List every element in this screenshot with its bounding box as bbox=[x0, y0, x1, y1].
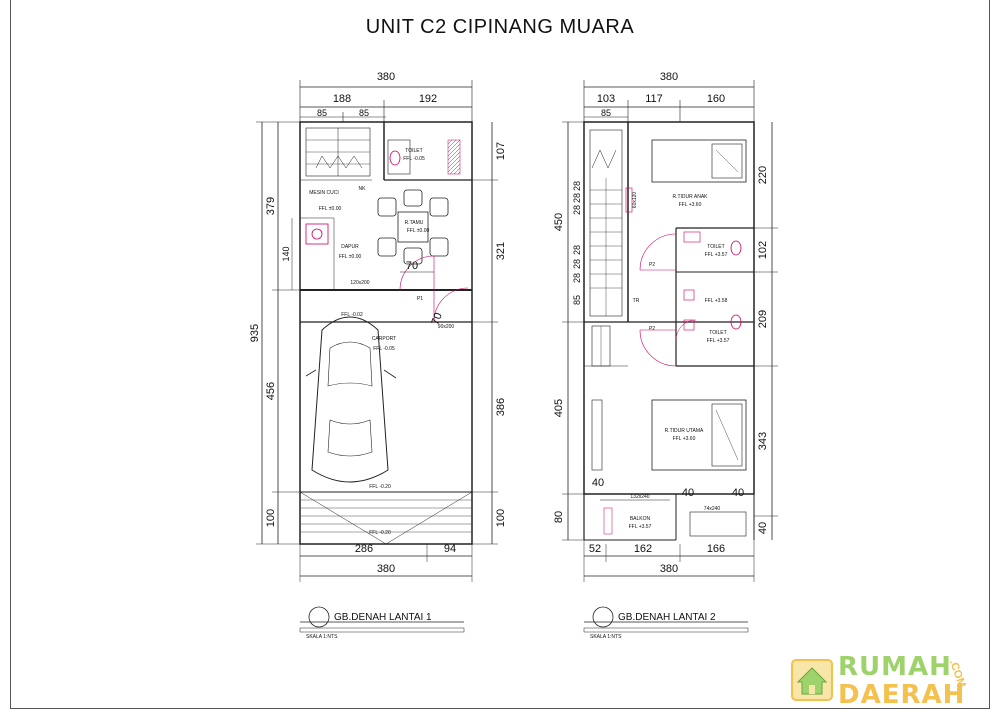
dim-door-h: 70 bbox=[429, 311, 444, 327]
room-mid-ffl: FFL +3.58 bbox=[705, 298, 728, 304]
dim2-right-a: 220 bbox=[757, 166, 769, 184]
room-utama-ffl: FFL +3.60 bbox=[673, 436, 696, 442]
room-carport: CARPORT bbox=[372, 336, 396, 342]
dim2-bottom-b: 162 bbox=[634, 543, 652, 555]
opening2-a: 60x120 bbox=[632, 192, 638, 209]
dim2-top-c: 160 bbox=[707, 93, 725, 105]
room-dapur-ffl: FFL ±0.00 bbox=[339, 254, 362, 260]
room-mesin-ffl: FFL ±0.00 bbox=[319, 206, 342, 212]
door-p2-b: P2 bbox=[649, 326, 655, 332]
dim2-right-d: 343 bbox=[757, 432, 769, 450]
door-p1: P1 bbox=[417, 296, 423, 302]
dim2-right-c: 209 bbox=[757, 310, 769, 328]
dim-right-c: 386 bbox=[495, 398, 507, 416]
dim-bottom-a: 286 bbox=[355, 543, 373, 555]
opening2-c: 74x240 bbox=[704, 506, 721, 512]
dim-top-left: 188 bbox=[333, 93, 351, 105]
dim2-stair-b: 28 bbox=[572, 193, 582, 203]
dim-right-a: 107 bbox=[495, 142, 507, 160]
caption-lantai-1: GB.DENAH LANTAI 1 bbox=[334, 612, 432, 623]
dim2-left-bottom: 80 bbox=[553, 511, 565, 523]
dim2-right-e: 40 bbox=[757, 522, 769, 534]
dim-bottom-b: 94 bbox=[444, 543, 456, 555]
label-tr: TR bbox=[633, 298, 640, 304]
dim2-balcony-b: 40 bbox=[682, 487, 694, 499]
plan-lantai-2-labels: 380 103 117 160 85 450 405 80 28 28 28 2… bbox=[553, 71, 769, 640]
dim2-balcony-a: 40 bbox=[592, 477, 604, 489]
dim2-top-sub: 85 bbox=[601, 108, 611, 118]
rumahdaerah-logo: RUMAH DAERAH .COM bbox=[790, 652, 990, 712]
logo-line1: RUMAH bbox=[838, 652, 952, 682]
dim-top-right: 192 bbox=[419, 93, 437, 105]
dim-left-lower: 456 bbox=[265, 382, 277, 400]
house-icon bbox=[791, 659, 833, 701]
page-title: UNIT C2 CIPINANG MUARA bbox=[365, 16, 635, 38]
room-ffl-b: FFL -0.20 bbox=[369, 484, 391, 490]
plan-lantai-1 bbox=[256, 80, 498, 633]
dim2-balcony-c: 40 bbox=[732, 487, 744, 499]
dim-top-total: 380 bbox=[377, 71, 395, 83]
room-toilet: TOILET bbox=[405, 148, 422, 154]
logo-line2: DAERAH bbox=[838, 680, 966, 710]
dim-right-b: 321 bbox=[495, 242, 507, 260]
dim2-top-total: 380 bbox=[660, 71, 678, 83]
scale-lantai-1: SKALA 1:NTS bbox=[306, 634, 338, 640]
room-toilet-a-ffl: FFL +3.57 bbox=[705, 252, 728, 258]
dim2-bottom-a: 52 bbox=[589, 543, 601, 555]
room-toilet-b: TOILET bbox=[709, 330, 726, 336]
dim-left-upper: 379 bbox=[265, 197, 277, 215]
dim2-top-a: 103 bbox=[597, 93, 615, 105]
dim2-stair-d: 28 bbox=[572, 245, 582, 255]
dim2-left-lower: 405 bbox=[553, 399, 565, 417]
dim2-stair-c: 28 bbox=[572, 205, 582, 215]
dim2-stair-f: 28 bbox=[572, 273, 582, 283]
room-toilet-ffl: FFL -0.05 bbox=[403, 156, 425, 162]
room-carport-ffl: FFL -0.05 bbox=[373, 346, 395, 352]
dim2-top-b: 117 bbox=[645, 93, 663, 105]
dim-top-sub-a: 85 bbox=[317, 108, 327, 118]
room-balkon-ffl: FFL +3.57 bbox=[629, 524, 652, 530]
room-ffl-a: FFL -0.02 bbox=[341, 312, 363, 318]
dim2-bottom-c: 166 bbox=[707, 543, 725, 555]
room-nk: NK bbox=[359, 186, 367, 192]
room-toilet-b-ffl: FFL +3.57 bbox=[707, 338, 730, 344]
dim2-stair-e: 28 bbox=[572, 259, 582, 269]
room-anak-ffl: FFL +3.60 bbox=[679, 202, 702, 208]
opening-b: 90x200 bbox=[438, 324, 455, 330]
dim2-bottom-total: 380 bbox=[660, 563, 678, 575]
room-r-tamu: R.TAMU bbox=[405, 220, 424, 226]
room-dapur: DAPUR bbox=[341, 244, 359, 250]
opening-a: 120x200 bbox=[350, 280, 369, 286]
room-toilet-a: TOILET bbox=[707, 244, 724, 250]
caption-lantai-2: GB.DENAH LANTAI 2 bbox=[618, 612, 716, 623]
dim-bottom-total: 380 bbox=[377, 563, 395, 575]
dim-door-w: 70 bbox=[406, 260, 418, 272]
dim-top-sub-b: 85 bbox=[359, 108, 369, 118]
room-r-tidur-utama: R.TIDUR UTAMA bbox=[665, 428, 704, 434]
room-ffl-c: FFL -0.20 bbox=[369, 530, 391, 536]
scale-lantai-2: SKALA 1:NTS bbox=[590, 634, 622, 640]
dim2-stair-g: 85 bbox=[572, 295, 582, 305]
plan-lantai-1-labels: 380 188 192 85 85 935 379 456 100 140 10… bbox=[249, 71, 507, 640]
dim2-right-b: 102 bbox=[757, 241, 769, 259]
room-balkon: BALKON bbox=[630, 516, 651, 522]
dim-left-bottom: 100 bbox=[265, 509, 277, 527]
room-r-tidur-anak: R.TIDUR ANAK bbox=[672, 194, 708, 200]
door-p2-a: P2 bbox=[649, 262, 655, 268]
dim2-left-upper: 450 bbox=[553, 213, 565, 231]
page-frame bbox=[10, 0, 990, 709]
room-r-tamu-ffl: FFL ±0.00 bbox=[407, 228, 430, 234]
plan-lantai-2 bbox=[562, 80, 778, 633]
room-mesin-cuci: MESIN CUCI bbox=[309, 190, 338, 196]
opening2-b: 132x240 bbox=[630, 494, 649, 500]
dim2-stair-a: 28 bbox=[572, 181, 582, 191]
dim-right-d: 100 bbox=[495, 509, 507, 527]
dim-left-total: 935 bbox=[249, 324, 261, 342]
dim-left-small: 140 bbox=[281, 246, 291, 261]
